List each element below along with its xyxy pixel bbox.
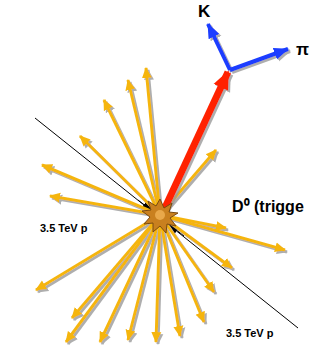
collision-star [142,199,178,233]
particle-track [160,215,180,336]
particle-track [80,136,160,215]
particle-track [42,165,160,215]
beam-label: 3.5 TeV p [40,222,87,235]
particle-track [146,68,160,215]
particle-track [160,215,285,250]
beam-label: 3.5 TeV p [226,327,273,340]
d0-label: D⁰ (trigge [232,198,304,216]
beam-line [35,118,298,328]
pion-track [230,49,288,70]
pion-label: π [296,40,309,60]
particle-track [36,215,160,290]
kaon-track [208,24,230,70]
particle-track [66,215,160,342]
particle-track [128,80,160,215]
kaon-label: K [198,2,210,22]
collision-core [155,210,165,220]
d0-track [163,72,228,212]
